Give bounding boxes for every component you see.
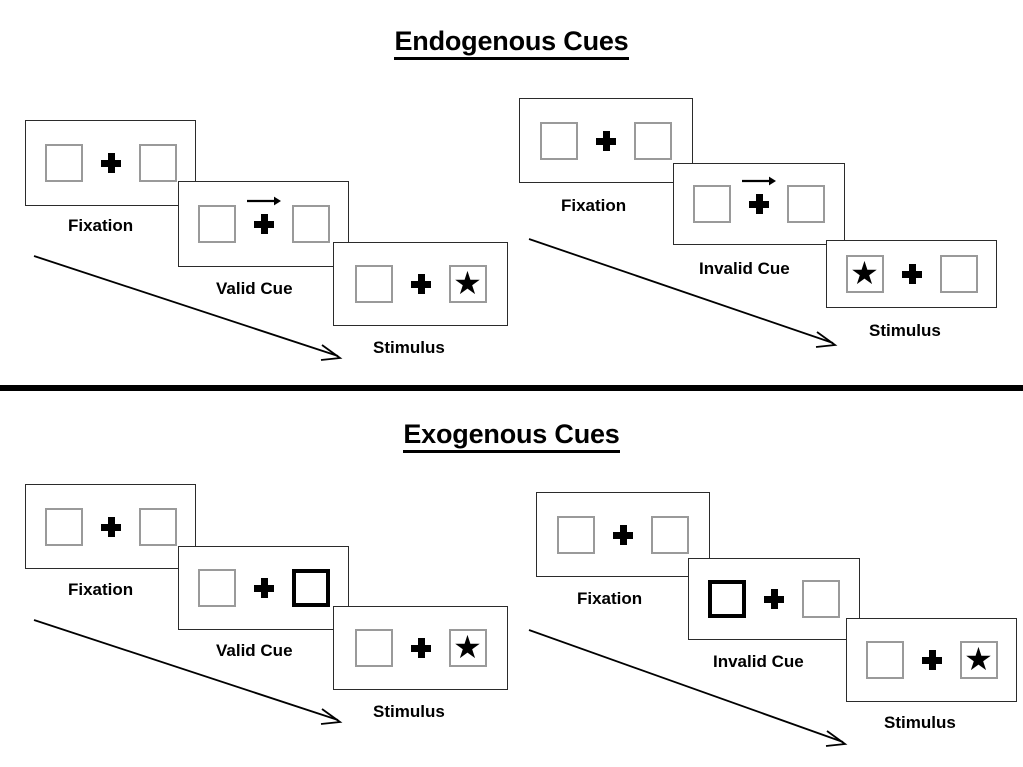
right-placeholder-box (634, 121, 672, 160)
left-placeholder-box (197, 569, 236, 607)
panel-exo-valid-fixation[interactable] (25, 484, 196, 569)
center-region (742, 176, 776, 214)
right-target-box: ★ (959, 641, 998, 679)
star-target-icon: ★ (964, 641, 993, 677)
panel-endo-invalid-fixation[interactable] (519, 98, 693, 183)
center-region (410, 638, 431, 658)
caption-endo-valid-fixation: Fixation (68, 216, 134, 235)
panel-exo-invalid-fixation[interactable] (536, 492, 710, 577)
right-placeholder-box (787, 185, 825, 223)
caption-endo-valid-cue: Valid Cue (216, 279, 293, 298)
panel-content (708, 580, 840, 618)
left-placeholder-box (865, 641, 904, 679)
left-placeholder-box (354, 629, 393, 667)
center-region (246, 196, 281, 234)
rightward-cue-arrow-icon (246, 196, 281, 206)
fixation-cross-icon (410, 638, 431, 658)
center-region (921, 650, 942, 670)
rightward-cue-arrow-icon (742, 176, 776, 186)
right-target-box: ★ (448, 629, 487, 667)
fixation-cross-icon (921, 650, 942, 670)
center-region (100, 516, 121, 537)
panel-content: ★ (865, 641, 998, 679)
panel-content: ★ (845, 255, 978, 293)
panel-endo-invalid-stimulus[interactable]: ★ (826, 240, 997, 308)
left-placeholder-box (557, 515, 595, 554)
fixation-cross-icon (764, 589, 784, 609)
caption-exo-valid-fixation: Fixation (68, 580, 134, 599)
right-placeholder-box (802, 580, 840, 618)
center-region (100, 153, 121, 173)
fixation-cross-icon (596, 130, 616, 151)
panel-endo-valid-stimulus[interactable]: ★ (333, 242, 508, 326)
panel-exo-invalid-cue[interactable] (688, 558, 860, 640)
panel-endo-valid-fixation[interactable] (25, 120, 196, 206)
fixation-cross-icon (749, 194, 769, 214)
panel-content (693, 176, 825, 223)
caption-endo-invalid-stimulus: Stimulus (869, 321, 941, 340)
right-placeholder-box (138, 144, 177, 182)
caption-exo-valid-cue: Valid Cue (216, 641, 293, 660)
center-region (410, 274, 431, 294)
left-placeholder-box (44, 144, 83, 182)
caption-exo-valid-stimulus: Stimulus (373, 702, 445, 721)
center-region (253, 578, 274, 598)
star-target-icon: ★ (453, 629, 482, 665)
panel-content (540, 121, 672, 160)
panel-content (557, 515, 689, 554)
section-title-endogenous: Endogenous Cues (0, 26, 1023, 60)
left-placeholder-box (354, 265, 393, 303)
fixation-cross-icon (253, 578, 274, 598)
section-title-endogenous-text: Endogenous Cues (394, 26, 629, 60)
section-title-exogenous: Exogenous Cues (0, 419, 1023, 453)
caption-exo-invalid-stimulus: Stimulus (884, 713, 956, 732)
panel-endo-valid-cue[interactable] (178, 181, 349, 267)
panel-content (197, 196, 330, 243)
fixation-cross-icon (253, 214, 274, 234)
star-target-icon: ★ (850, 255, 879, 291)
caption-endo-valid-stimulus: Stimulus (373, 338, 445, 357)
section-divider (0, 385, 1023, 391)
right-placeholder-box (291, 205, 330, 243)
center-region (613, 524, 633, 545)
left-placeholder-box (540, 121, 578, 160)
panel-endo-invalid-cue[interactable] (673, 163, 845, 245)
caption-endo-invalid-fixation: Fixation (561, 196, 627, 215)
right-target-box: ★ (448, 265, 487, 303)
left-cued-box (708, 580, 746, 618)
right-cued-box (291, 569, 330, 607)
panel-content (44, 144, 177, 182)
right-placeholder-box (939, 255, 978, 293)
panel-exo-invalid-stimulus[interactable]: ★ (846, 618, 1017, 702)
center-region (764, 589, 784, 609)
left-target-box: ★ (845, 255, 884, 293)
panel-content (197, 569, 330, 607)
left-placeholder-box (44, 507, 83, 546)
panel-exo-valid-cue[interactable] (178, 546, 349, 630)
fixation-cross-icon (410, 274, 431, 294)
center-region (596, 130, 616, 151)
right-placeholder-box (651, 515, 689, 554)
caption-exo-invalid-cue: Invalid Cue (713, 652, 804, 671)
caption-exo-invalid-fixation: Fixation (577, 589, 643, 608)
panel-exo-valid-stimulus[interactable]: ★ (333, 606, 508, 690)
center-region (901, 264, 922, 284)
left-placeholder-box (693, 185, 731, 223)
panel-content: ★ (354, 629, 487, 667)
panel-content (44, 507, 177, 546)
left-placeholder-box (197, 205, 236, 243)
star-target-icon: ★ (453, 265, 482, 301)
fixation-cross-icon (613, 524, 633, 545)
fixation-cross-icon (901, 264, 922, 284)
section-title-exogenous-text: Exogenous Cues (403, 419, 620, 453)
panel-content: ★ (354, 265, 487, 303)
fixation-cross-icon (100, 516, 121, 537)
caption-endo-invalid-cue: Invalid Cue (699, 259, 790, 278)
right-placeholder-box (138, 507, 177, 546)
fixation-cross-icon (100, 153, 121, 173)
